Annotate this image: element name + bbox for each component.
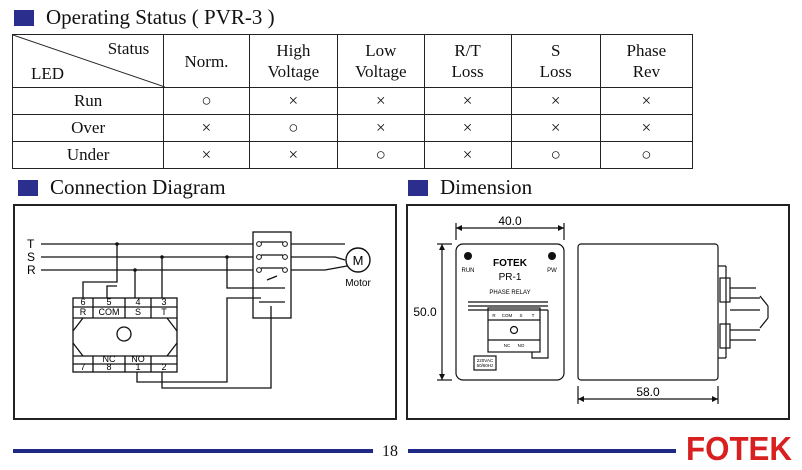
brand-text: FOTEK <box>686 430 792 465</box>
table-cell: × <box>248 87 339 115</box>
table-cell: × <box>599 87 694 115</box>
page-number: 18 <box>382 443 398 460</box>
terminal-num: 4 <box>135 297 140 307</box>
terminal-num: 3 <box>161 297 166 307</box>
fotek-logo-mark: FOTEK <box>686 430 792 467</box>
table-cell: × <box>337 87 425 115</box>
terminal-num: 1 <box>135 362 140 372</box>
table-cell: × <box>510 87 601 115</box>
device-model-text: PR-1 <box>499 272 522 283</box>
terminal-num: 7 <box>80 362 85 372</box>
terminal-name: S <box>135 307 141 317</box>
table-cell: ○ <box>248 114 339 142</box>
mini-terminal: NO <box>518 343 525 348</box>
connection-title: Connection Diagram <box>50 175 226 199</box>
table-cell: ○ <box>337 141 425 169</box>
dimension-heading: Dimension <box>408 175 532 200</box>
mini-terminal: R <box>492 313 496 318</box>
corner-led-label: LED <box>31 64 65 83</box>
width-dimension-label: 40.0 <box>498 214 522 228</box>
motor-symbol: M <box>353 253 364 268</box>
table-cell: × <box>163 141 250 169</box>
terminal-num: 2 <box>161 362 166 372</box>
dimension-drawing: 40.0 50.0 58.0 RUN PW FOTEK PR-1 PHASE R… <box>413 214 769 404</box>
mini-terminal: T <box>532 313 535 318</box>
corner-diagonal <box>13 35 165 87</box>
table-cell: × <box>599 114 694 142</box>
table-cell: × <box>163 114 250 142</box>
table-row: Under × × ○ × ○ ○ <box>11 141 694 169</box>
terminal-name: NO <box>131 354 145 364</box>
device-brand-text: FOTEK <box>493 258 528 269</box>
phase-label-s: S <box>27 250 35 264</box>
row-label-under: Under <box>11 141 165 169</box>
table-cell: × <box>510 114 601 142</box>
frequency-label: 50/60Hz <box>477 363 495 368</box>
table-cell: × <box>423 141 512 169</box>
depth-dimension-label: 58.0 <box>636 385 660 399</box>
corner-header: Status LED <box>11 34 165 88</box>
footer-rule-left <box>13 449 373 453</box>
dimension-panel: 40.0 50.0 58.0 RUN PW FOTEK PR-1 PHASE R… <box>406 204 790 420</box>
connection-heading: Connection Diagram <box>18 175 226 200</box>
device-subtitle-text: PHASE RELAY <box>489 290 530 296</box>
led-pw-label: PW <box>547 268 557 274</box>
voltage-label: 220VAC <box>477 358 494 363</box>
height-dimension-label: 50.0 <box>413 305 437 319</box>
row-label-over: Over <box>11 114 165 142</box>
terminal-num: 5 <box>106 297 111 307</box>
footer-rule-right <box>408 449 676 453</box>
terminal-name: COM <box>99 307 120 317</box>
terminal-num: 6 <box>80 297 85 307</box>
table-cell: ○ <box>510 141 601 169</box>
connection-diagram: M Motor T S R 6 5 4 3 R COM S T NC NO 7 … <box>27 231 371 389</box>
led-run-label: RUN <box>462 268 475 274</box>
operating-status-title: Operating Status ( PVR-3 ) <box>46 5 275 29</box>
table-row: Run ○ × × × × × <box>11 87 694 115</box>
fotek-logo: FOTEK <box>686 427 796 470</box>
table-cell: ○ <box>163 87 250 115</box>
table-row: Over × ○ × × × × <box>11 114 694 142</box>
terminal-name: R <box>80 307 87 317</box>
dimension-title: Dimension <box>440 175 533 199</box>
phase-label-t: T <box>27 237 35 251</box>
mini-terminal: S <box>519 313 522 318</box>
section-bullet-icon <box>408 179 428 196</box>
connection-diagram-panel: M Motor T S R 6 5 4 3 R COM S T NC NO 7 … <box>13 204 397 420</box>
table-cell: × <box>248 141 339 169</box>
motor-label: Motor <box>345 278 371 289</box>
terminal-name: NC <box>103 354 116 364</box>
table-cell: × <box>337 114 425 142</box>
mini-terminal: COM <box>502 313 513 318</box>
terminal-num: 8 <box>106 362 111 372</box>
table-cell: ○ <box>599 141 694 169</box>
table-cell: × <box>423 114 512 142</box>
operating-status-heading: Operating Status ( PVR-3 ) <box>14 5 275 30</box>
section-bullet-icon <box>14 9 34 26</box>
mini-terminal: NC <box>504 343 511 348</box>
table-cell: × <box>423 87 512 115</box>
col-header-norm: Norm. <box>163 34 250 88</box>
corner-status-label: Status <box>107 39 150 58</box>
motor-icon <box>345 247 371 273</box>
section-bullet-icon <box>18 179 38 196</box>
phase-label-r: R <box>27 263 36 277</box>
terminal-name: T <box>161 307 167 317</box>
row-label-run: Run <box>11 87 165 115</box>
